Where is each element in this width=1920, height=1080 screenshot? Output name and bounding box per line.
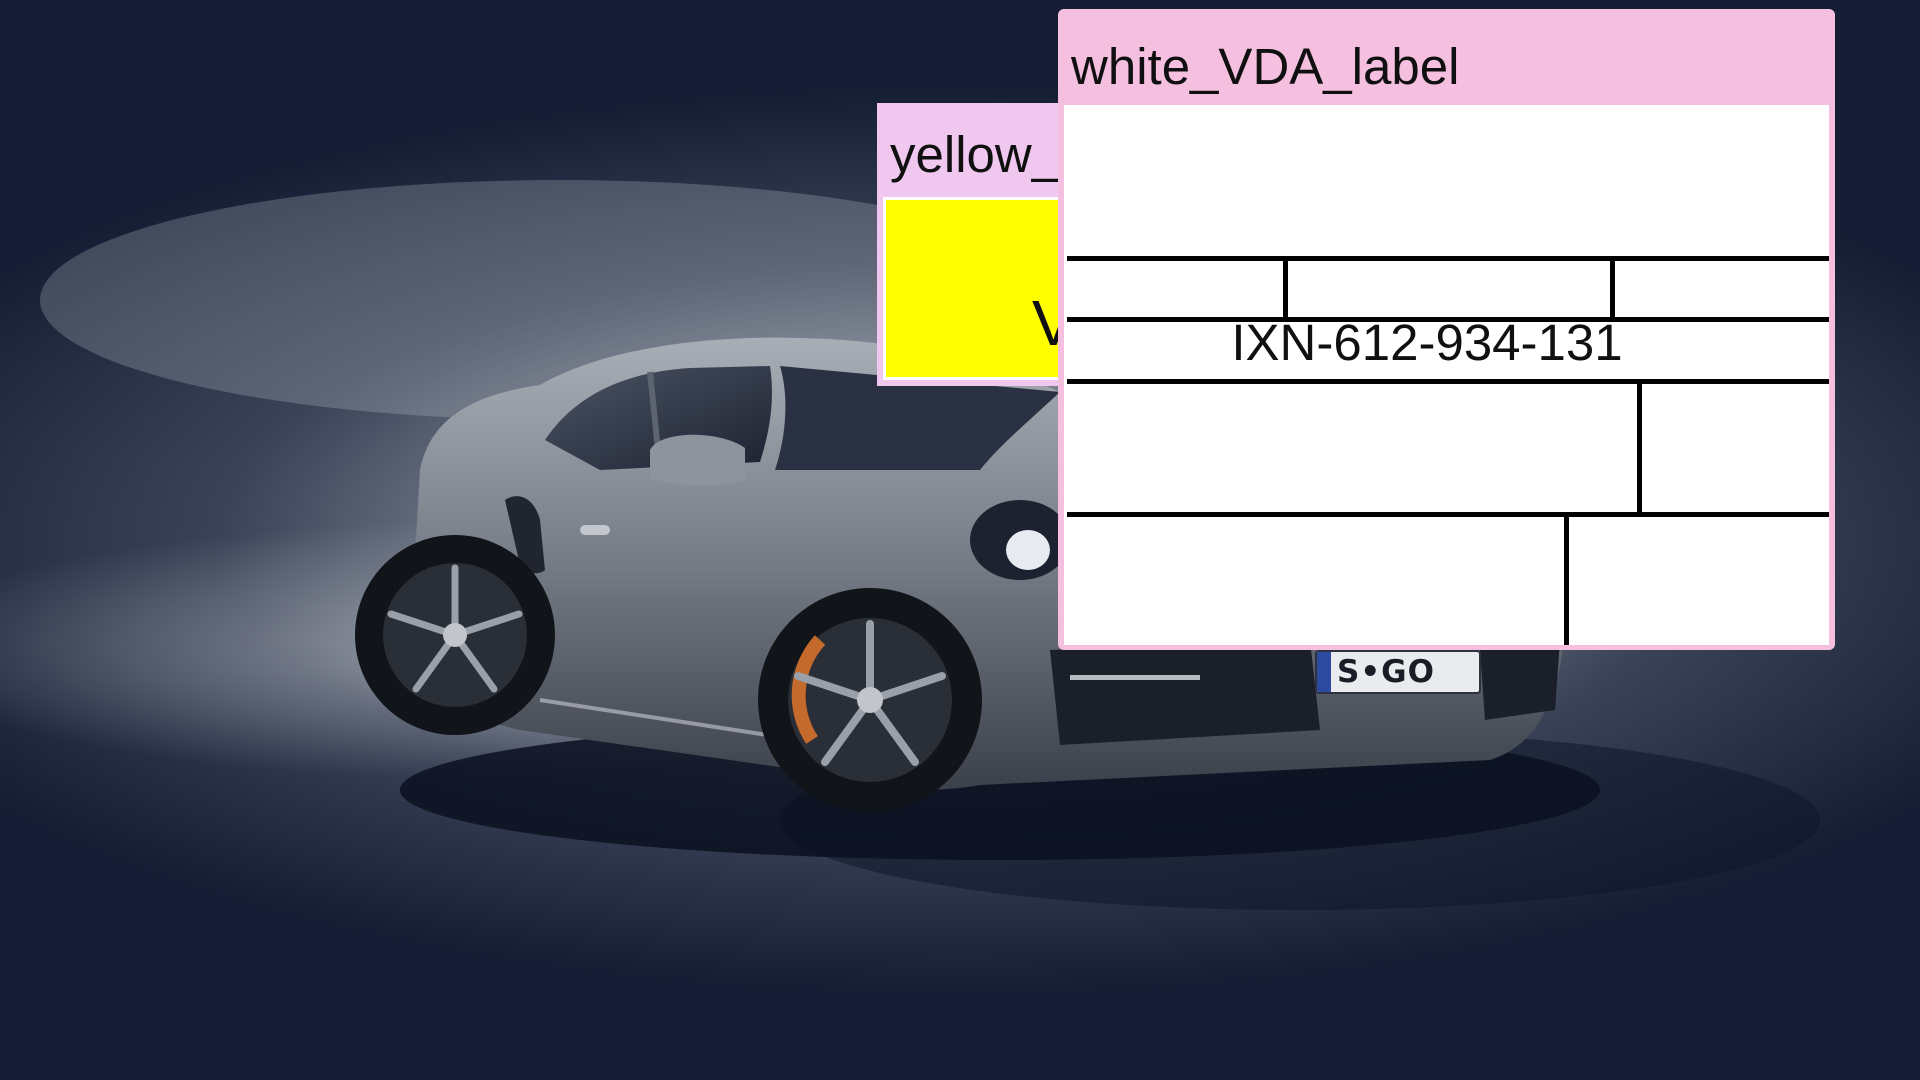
white-vda-label-window[interactable]: white_VDA_label IXN-612-934-131 bbox=[1058, 9, 1835, 650]
vda-column-divider bbox=[1564, 512, 1569, 645]
vda-row-divider bbox=[1067, 317, 1829, 322]
vda-row-divider bbox=[1067, 512, 1829, 517]
license-plate: S•GO 4367 bbox=[1315, 650, 1481, 694]
white-vda-label-title: white_VDA_label bbox=[1071, 38, 1460, 95]
license-plate-text: S•GO 4367 bbox=[1337, 654, 1435, 692]
yellow-label-title: yellow_ bbox=[890, 126, 1061, 183]
vda-label-id: IXN-612-934-131 bbox=[1231, 314, 1623, 371]
eu-band bbox=[1317, 652, 1331, 692]
vda-row-divider bbox=[1067, 256, 1829, 261]
vda-column-divider bbox=[1610, 256, 1615, 317]
vda-column-divider bbox=[1637, 379, 1642, 512]
vda-label-form: IXN-612-934-131 bbox=[1064, 105, 1829, 645]
vda-column-divider bbox=[1283, 256, 1288, 317]
yellow-label-window[interactable]: yellow_ V bbox=[877, 103, 1080, 386]
vda-row-divider bbox=[1067, 379, 1829, 384]
yellow-label-body: V bbox=[883, 197, 1080, 380]
